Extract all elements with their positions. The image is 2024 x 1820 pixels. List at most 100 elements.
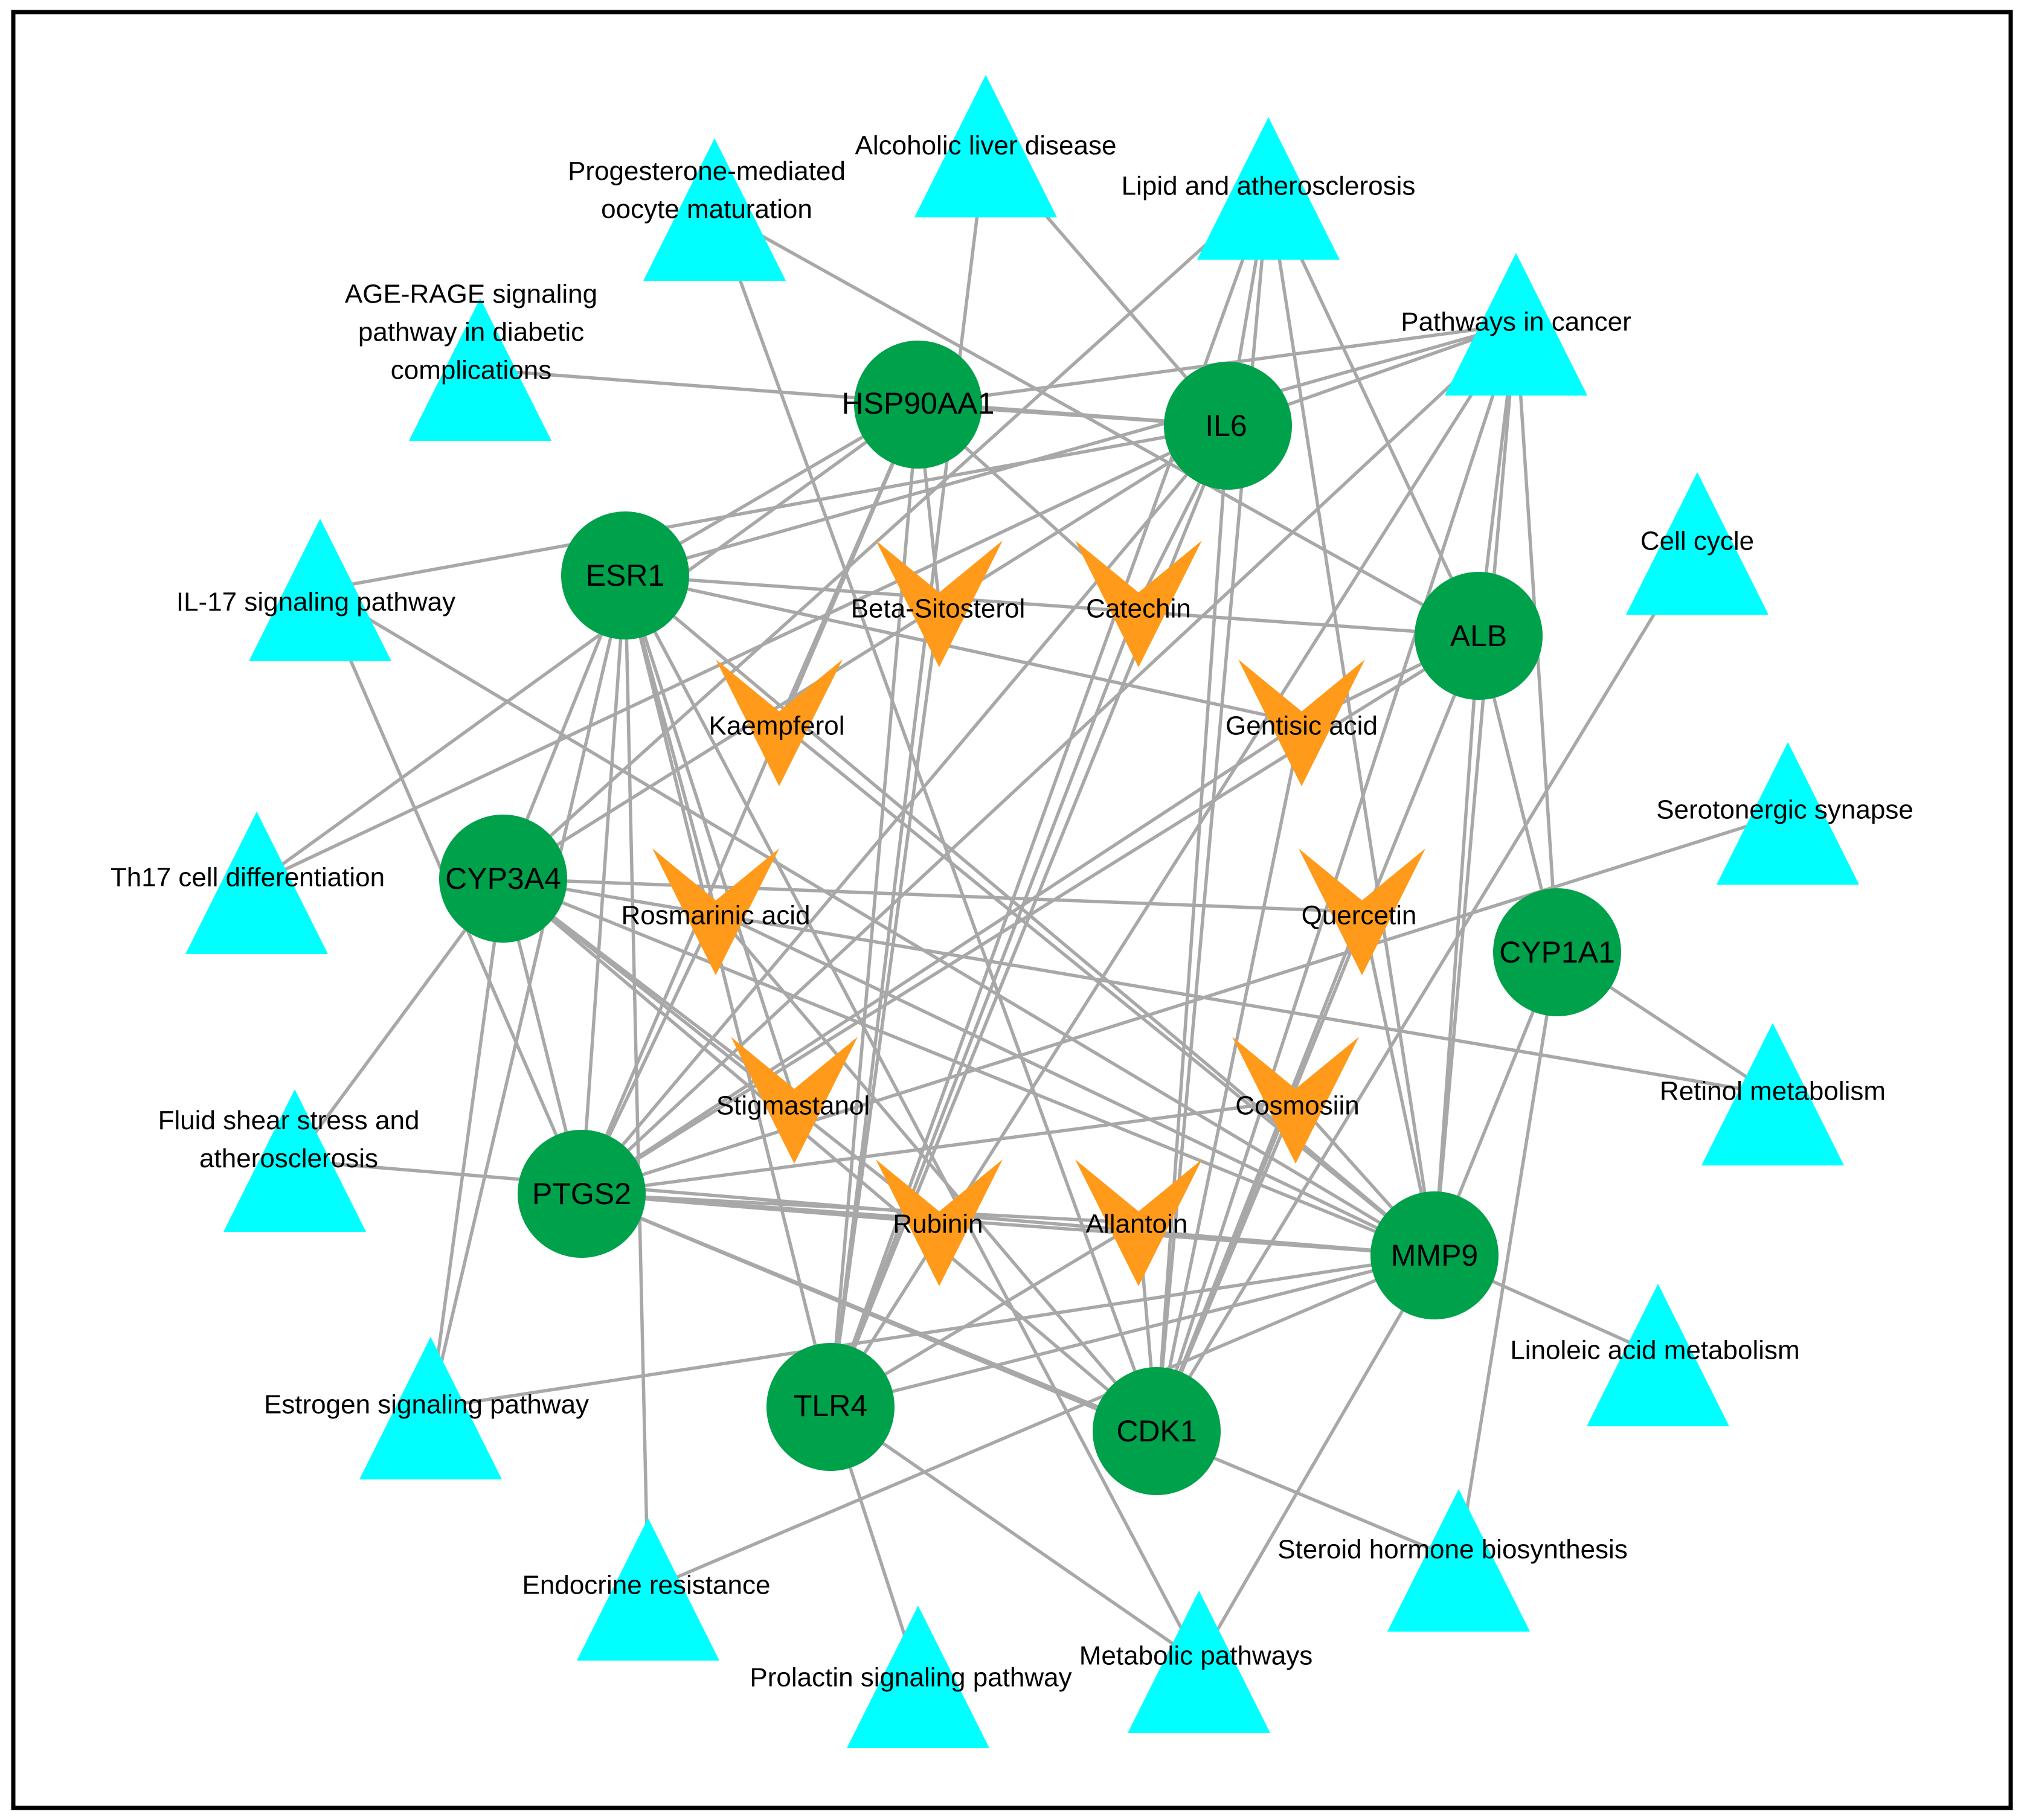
- pathway-label-agerage-line-1: AGE-RAGE signaling: [345, 280, 597, 309]
- edge-g_cyp3a4-g_cdk1: [501, 877, 1158, 1433]
- pathway-label-progesterone-line-1: Progesterone-mediated: [568, 156, 846, 186]
- compound-node-betasito: [876, 540, 1003, 667]
- pathway-label-linoleic: Linoleic acid metabolism: [1510, 1336, 1799, 1365]
- compound-node-gentisic: [1238, 659, 1365, 786]
- gene-label-il6: IL6: [1205, 409, 1247, 443]
- pathway-label-lipid: Lipid and atherosclerosis: [1122, 171, 1416, 201]
- edge-p_th17-g_il6: [255, 424, 1230, 885]
- pathway-label-cancer: Pathways in cancer: [1401, 307, 1631, 337]
- compound-node-allantoin: [1075, 1159, 1202, 1286]
- edge-c_rosmarinic-g_cdk1: [714, 910, 1158, 1433]
- pathway-label-fluid-line-1: Fluid shear stress and: [158, 1106, 420, 1135]
- gene-label-tlr4: TLR4: [794, 1389, 867, 1423]
- edge-g_esr1-g_alb: [623, 574, 1480, 638]
- gene-label-cdk1: CDK1: [1116, 1414, 1197, 1448]
- edge-p_metabolic-g_mmp9: [1197, 1254, 1436, 1664]
- edge-g_cyp3a4-g_il6: [501, 424, 1230, 880]
- compound-label-rosmarinic: Rosmarinic acid: [622, 901, 811, 931]
- edge-p_cancer-g_esr1: [623, 322, 1518, 577]
- edge-g_tlr4-g_mmp9: [829, 1254, 1436, 1409]
- compound-label-cosmosiin: Cosmosiin: [1235, 1091, 1359, 1121]
- pathway-node-progesterone: [643, 138, 786, 281]
- compound-label-kaempferol: Kaempferol: [708, 711, 844, 741]
- pathway-node-th17: [185, 812, 328, 954]
- gene-node-cyp3a4: [439, 815, 567, 943]
- pathway-label-th17: Th17 cell differentiation: [111, 863, 385, 892]
- pathway-node-cellcycle: [1626, 472, 1769, 615]
- pathway-node-lipid: [1197, 117, 1340, 260]
- pathway-label-estrogen: Estrogen signaling pathway: [264, 1390, 589, 1420]
- gene-label-cyp1a1: CYP1A1: [1499, 935, 1615, 969]
- pathway-label-retinol: Retinol metabolism: [1660, 1077, 1886, 1106]
- pathway-node-retinol: [1701, 1023, 1844, 1165]
- compound-label-gentisic: Gentisic acid: [1226, 711, 1378, 741]
- pathway-node-metabolic: [1128, 1591, 1270, 1733]
- compound-node-rosmarinic: [652, 848, 779, 975]
- gene-label-cyp3a4: CYP3A4: [445, 862, 561, 896]
- gene-node-cyp1a1: [1493, 888, 1621, 1016]
- pathway-node-serotonergic: [1717, 742, 1859, 885]
- edge-c_rosmarinic-g_mmp9: [714, 910, 1436, 1257]
- edge-p_cancer-g_cdk1: [1155, 322, 1518, 1433]
- edge-p_estrogen-g_esr1: [429, 574, 627, 1410]
- edge-p_th17-g_hsp90: [255, 403, 920, 885]
- edge-p_endocrine-g_esr1: [623, 574, 650, 1591]
- gene-node-cdk1: [1093, 1367, 1221, 1495]
- edge-c_quercetin-g_cdk1: [1155, 910, 1364, 1433]
- gene-node-hsp90: [854, 341, 982, 469]
- gene-label-mmp9: MMP9: [1391, 1238, 1478, 1272]
- gene-node-alb: [1415, 572, 1543, 700]
- pathway-label-endocrine: Endocrine resistance: [522, 1571, 771, 1600]
- compound-label-allantoin: Allantoin: [1086, 1210, 1188, 1239]
- pathway-label-il17: IL-17 signaling pathway: [176, 588, 455, 617]
- gene-label-esr1: ESR1: [586, 559, 665, 592]
- pathway-label-steroid: Steroid hormone biosynthesis: [1277, 1535, 1628, 1565]
- gene-node-esr1: [561, 511, 689, 639]
- pathway-label-fluid-line-2: atherosclerosis: [199, 1144, 378, 1173]
- compound-node-rubinin: [876, 1159, 1003, 1286]
- pathway-label-progesterone-line-2: oocyte maturation: [601, 194, 812, 224]
- pathway-node-steroid: [1387, 1489, 1530, 1632]
- compound-node-catechin: [1075, 540, 1202, 667]
- edge-c_catechin-g_tlr4: [829, 602, 1140, 1409]
- pathway-node-cancer: [1445, 253, 1587, 396]
- gene-label-alb: ALB: [1450, 619, 1508, 653]
- compound-node-kaempferol: [716, 659, 843, 786]
- pathway-node-alcoholic: [914, 75, 1057, 217]
- edge-g_cdk1-g_il6: [1155, 424, 1230, 1433]
- compound-label-catechin: Catechin: [1086, 594, 1191, 624]
- edge-g_esr1-g_tlr4: [623, 574, 832, 1409]
- compound-node-cosmosiin: [1232, 1037, 1359, 1164]
- gene-node-il6: [1164, 362, 1292, 490]
- edge-p_lipid-g_alb: [1267, 187, 1480, 638]
- edge-c_gentisic-g_ptgs2: [580, 721, 1303, 1196]
- edge-c_gentisic-g_esr1: [623, 574, 1303, 725]
- edge-c_rubinin-g_cyp3a4: [501, 877, 941, 1225]
- pathway-node-fluid: [223, 1089, 366, 1232]
- compound-node-stigmastanol: [731, 1037, 858, 1164]
- pathway-label-metabolic: Metabolic pathways: [1079, 1641, 1312, 1671]
- pathway-label-agerage-line-2: pathway in diabetic: [358, 318, 584, 347]
- pathway-label-prolactin: Prolactin signaling pathway: [750, 1663, 1071, 1693]
- pathway-node-estrogen: [359, 1337, 502, 1479]
- edge-p_estrogen-g_mmp9: [429, 1254, 1436, 1410]
- edge-c_stigmastanol-g_esr1: [623, 574, 796, 1102]
- pathway-node-prolactin: [847, 1606, 989, 1748]
- edge-c_betasito-g_tlr4: [829, 602, 941, 1409]
- gene-node-ptgs2: [518, 1130, 646, 1258]
- edge-g_esr1-g_ptgs2: [580, 574, 627, 1196]
- node-layer: [185, 75, 1859, 1748]
- gene-label-ptgs2: PTGS2: [532, 1177, 631, 1211]
- edge-p_metabolic-g_esr1: [623, 574, 1201, 1664]
- pathway-label-cellcycle: Cell cycle: [1640, 527, 1754, 556]
- compound-label-betasito: Beta-Sitosterol: [851, 594, 1026, 624]
- edge-p_lipid-g_mmp9: [1267, 187, 1436, 1257]
- pathway-label-agerage-line-3: complications: [391, 356, 552, 385]
- gene-label-hsp90: HSP90AA1: [842, 386, 995, 420]
- edge-c_quercetin-g_cyp3a4: [501, 877, 1364, 914]
- edge-c_gentisic-g_cdk1: [1155, 721, 1303, 1433]
- pathway-node-linoleic: [1587, 1284, 1729, 1426]
- edge-p_estrogen-g_cyp3a4: [429, 877, 505, 1410]
